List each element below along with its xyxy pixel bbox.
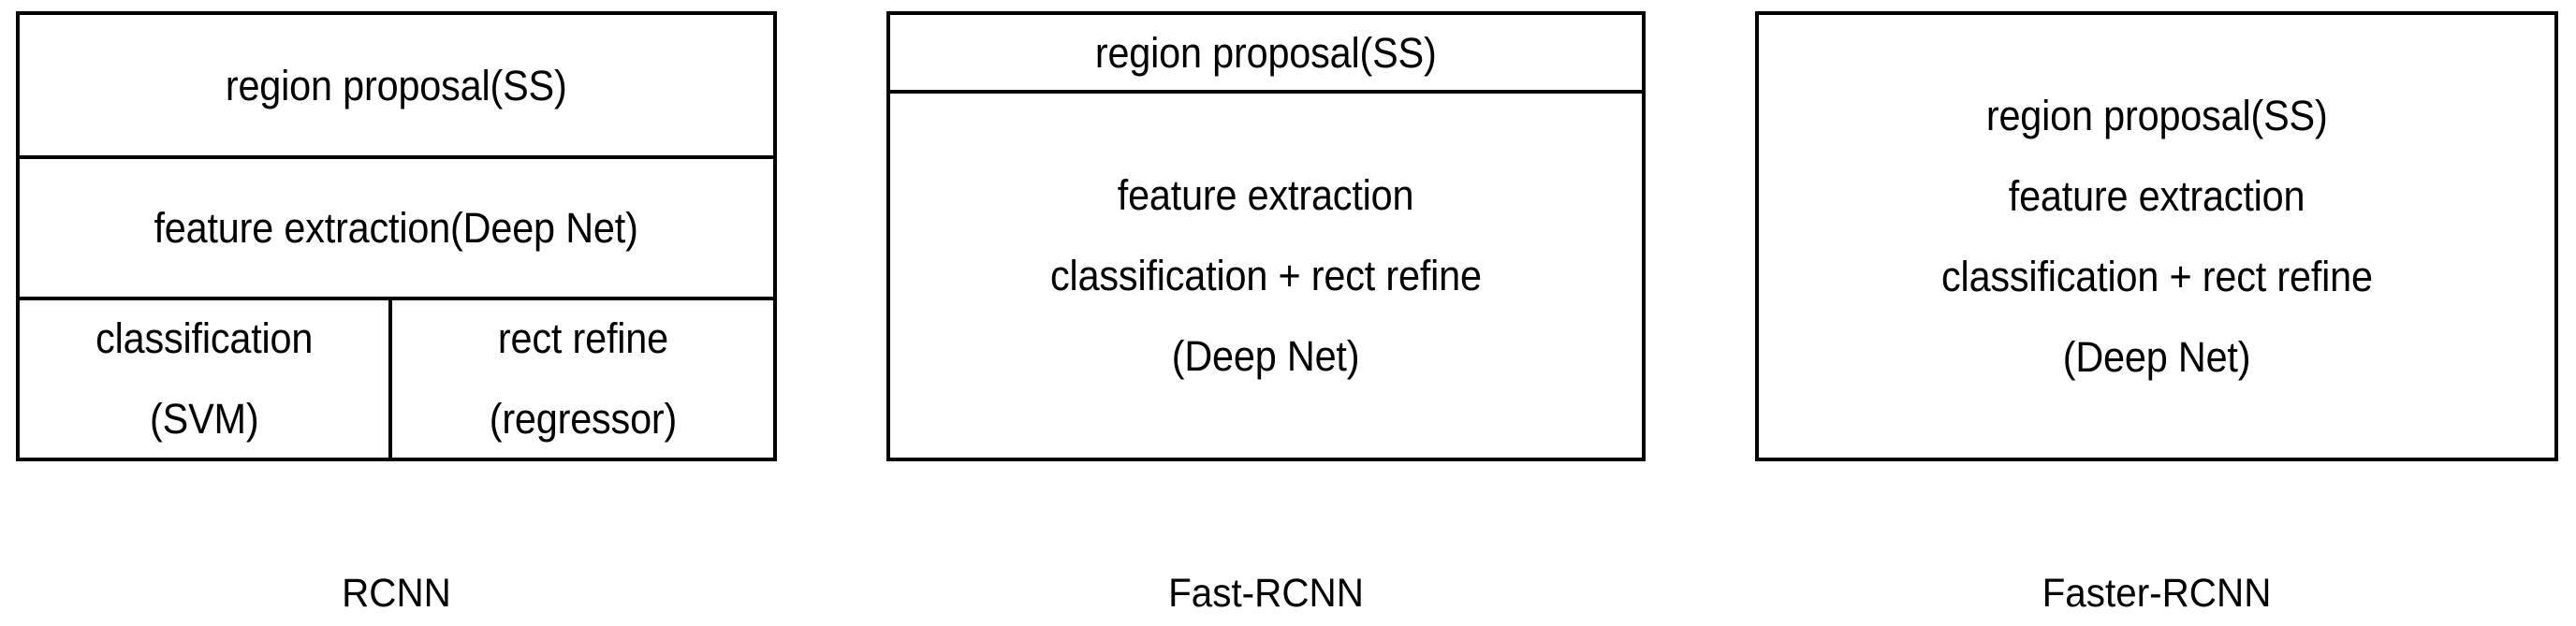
panel-caption-fast-rcnn: Fast-RCNN bbox=[1168, 571, 1364, 616]
stage-cell-rect-refine: rect refine (regressor) bbox=[388, 299, 773, 458]
panel-caption-rcnn: RCNN bbox=[342, 571, 451, 616]
stage-line: classification + rect refine bbox=[1940, 253, 2373, 300]
stage-line: rect refine bbox=[497, 314, 668, 363]
stage-line: classification + rect refine bbox=[1050, 252, 1482, 299]
stage-cell-feature-extraction: feature extraction(Deep Net) bbox=[20, 155, 773, 297]
stage-line: (Deep Net) bbox=[2062, 333, 2251, 381]
stage-cell-classification: classification (SVM) bbox=[20, 299, 388, 458]
stage-line: feature extraction bbox=[2008, 172, 2305, 220]
stage-line: feature extraction(Deep Net) bbox=[154, 204, 639, 253]
stage-line: feature extraction bbox=[1118, 171, 1414, 219]
stage-line: region proposal(SS) bbox=[1985, 92, 2328, 139]
stage-cell-unified-deep-net: region proposal(SS) feature extraction c… bbox=[1759, 15, 2554, 458]
architecture-box-faster-rcnn: region proposal(SS) feature extraction c… bbox=[1755, 11, 2558, 461]
architecture-box-rcnn: region proposal(SS) feature extraction(D… bbox=[16, 11, 777, 461]
stage-line: (SVM) bbox=[149, 395, 259, 444]
stage-line: region proposal(SS) bbox=[1095, 28, 1437, 77]
panel-caption-faster-rcnn: Faster-RCNN bbox=[2042, 571, 2272, 616]
stage-cell-region-proposal: region proposal(SS) bbox=[20, 15, 773, 156]
stage-cell-deep-net: feature extraction classification + rect… bbox=[890, 90, 1642, 458]
architecture-box-fast-rcnn: region proposal(SS) feature extraction c… bbox=[886, 11, 1646, 461]
stage-row-classification-and-refine: classification (SVM) rect refine (regres… bbox=[20, 296, 773, 458]
stage-line: region proposal(SS) bbox=[226, 61, 567, 109]
stage-line: (Deep Net) bbox=[1172, 332, 1360, 380]
stage-line: (regressor) bbox=[489, 395, 677, 444]
stage-line: classification bbox=[95, 314, 314, 363]
stage-cell-region-proposal: region proposal(SS) bbox=[890, 15, 1642, 90]
